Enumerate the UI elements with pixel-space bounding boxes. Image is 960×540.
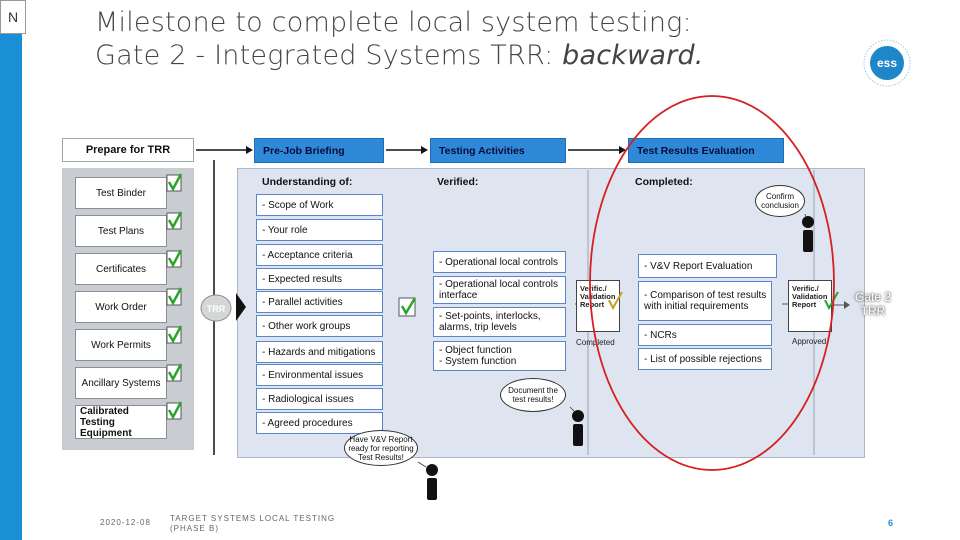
prepare-item-test-binder: Test Binder xyxy=(75,177,167,209)
report-1-status: Completed xyxy=(576,338,615,347)
report-document-1: Verific./ Validation Report xyxy=(576,280,620,332)
title-line-2: Gate 2 - Integrated Systems TRR: backwar… xyxy=(95,39,704,72)
report-1-checkmark xyxy=(608,291,623,311)
prepare-item-work-permits: Work Permits xyxy=(75,329,167,361)
ess-logo: ess xyxy=(863,39,911,87)
bubble-confirm: Confirm conclusion xyxy=(755,185,805,217)
logo-text: ess xyxy=(877,56,897,70)
evaluation-label: Completed: xyxy=(635,176,693,188)
gate-2-label: Gate 2 TRR xyxy=(854,290,892,318)
left-accent-bar xyxy=(0,0,22,540)
testing-item-functions: - Object function - System function xyxy=(433,341,566,371)
title-line-2-italic: backward. xyxy=(562,40,704,71)
briefing-header: Pre-Job Briefing xyxy=(254,138,384,163)
prepare-checkmarks xyxy=(166,173,183,420)
prepare-item-test-plans: Test Plans xyxy=(75,215,167,247)
testing-label: Verified: xyxy=(437,176,479,188)
briefing-item-parallel: - Parallel activities xyxy=(256,291,383,313)
report-2-status: Approved xyxy=(792,337,827,346)
evaluation-item-rejections: - List of possible rejections xyxy=(638,348,772,370)
briefing-item-expected: - Expected results xyxy=(256,268,383,290)
trr-label: TRR xyxy=(207,304,226,314)
title-line-1: Milestone to complete local system testi… xyxy=(95,7,692,38)
trr-circle: TRR xyxy=(200,294,232,322)
briefing-item-procedures: - Agreed procedures xyxy=(256,412,383,434)
testing-item-local-controls: - Operational local controls xyxy=(433,251,566,273)
evaluation-header: Test Results Evaluation xyxy=(628,138,784,163)
briefing-item-environmental: - Environmental issues xyxy=(256,364,383,386)
prepare-item-calibrated-equipment: Calibrated Testing Equipment xyxy=(75,405,167,439)
prepare-header: Prepare for TRR xyxy=(62,138,194,162)
evaluation-item-vv-report: - V&V Report Evaluation xyxy=(638,254,777,278)
prepare-item-certificates: Certificates xyxy=(75,253,167,285)
testing-item-controls-interface: - Operational local controls interface xyxy=(433,276,566,304)
briefing-item-acceptance: - Acceptance criteria xyxy=(256,244,383,266)
briefing-item-scope: - Scope of Work xyxy=(256,194,383,216)
report-2-checkmark xyxy=(824,291,839,311)
slide-title: Milestone to complete local system testi… xyxy=(95,6,704,72)
testing-item-setpoints: - Set-points, interlocks, alarms, trip l… xyxy=(433,307,566,337)
briefing-item-role: - Your role xyxy=(256,219,383,241)
evaluation-item-ncrs: - NCRs xyxy=(638,324,772,346)
title-line-2-main: Gate 2 - Integrated Systems TRR: xyxy=(95,40,563,71)
briefing-item-other-groups: - Other work groups xyxy=(256,315,383,337)
briefing-checkmark xyxy=(398,297,417,317)
footer-text: TARGET SYSTEMS LOCAL TESTING (PHASE B) xyxy=(170,514,336,533)
prepare-item-work-order: Work Order xyxy=(75,291,167,323)
briefing-label: Understanding of: xyxy=(262,176,353,188)
evaluation-item-comparison: - Comparison of test results with initia… xyxy=(638,281,772,321)
briefing-item-radiological: - Radiological issues xyxy=(256,388,383,410)
briefing-item-hazards: - Hazards and mitigations xyxy=(256,341,383,363)
testing-header: Testing Activities xyxy=(430,138,566,163)
page-number: 6 xyxy=(888,518,894,528)
slide-marker: N xyxy=(0,0,26,34)
report-document-2: Verific./ Validation Report xyxy=(788,280,832,332)
bubble-document: Document the test results! xyxy=(500,378,566,412)
prepare-item-ancillary-systems: Ancillary Systems xyxy=(75,367,167,399)
bubble-review: Have V&V Report ready for reporting Test… xyxy=(344,430,418,466)
footer-date: 2020-12-08 xyxy=(100,518,151,527)
